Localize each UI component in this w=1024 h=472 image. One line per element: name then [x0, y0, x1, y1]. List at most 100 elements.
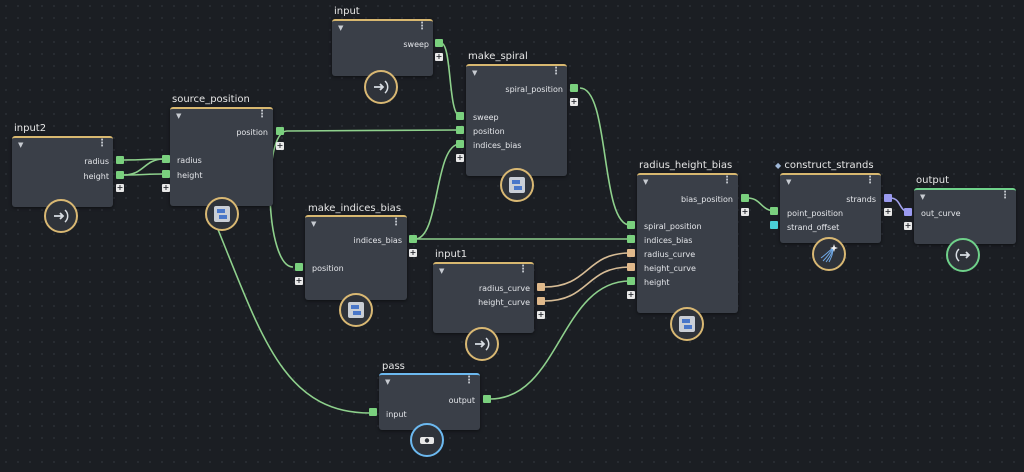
wire-radius-curve: [543, 252, 631, 288]
input-port-spiral-position[interactable]: [627, 221, 635, 229]
collapse-icon[interactable]: ▼: [338, 24, 344, 32]
port-label: strand_offset: [787, 223, 840, 232]
node-badge-construct-strands: [812, 237, 846, 271]
node-pass[interactable]: ▼ ⋮ output input: [379, 373, 480, 430]
collapse-icon[interactable]: ▼: [643, 178, 649, 186]
port-label: indices_bias: [353, 236, 402, 245]
node-title-input2: input2: [14, 123, 47, 134]
node-badge-input1: [465, 327, 499, 361]
wire-sweep: [440, 42, 461, 117]
output-port-strands[interactable]: [884, 194, 892, 202]
node-radius-height-bias[interactable]: ▼ ⋮ bias_position spiral_position indice…: [637, 173, 738, 313]
output-port-spiral-position[interactable]: [570, 84, 578, 92]
port-label: height: [644, 278, 670, 287]
collapse-icon[interactable]: ▼: [472, 69, 478, 77]
add-output-icon[interactable]: +: [435, 52, 443, 61]
output-port-output[interactable]: [483, 395, 491, 403]
node-make-indices-bias[interactable]: ▼ ⋮ indices_bias position: [305, 215, 407, 300]
input-port-radius[interactable]: [162, 155, 170, 163]
collapse-icon[interactable]: ▼: [385, 378, 391, 386]
node-menu-icon[interactable]: ⋮: [391, 217, 401, 228]
output-port-height[interactable]: [116, 171, 124, 179]
input-port-position[interactable]: [295, 263, 303, 271]
add-output-icon[interactable]: +: [116, 183, 124, 192]
add-output-icon[interactable]: +: [537, 310, 545, 319]
collapse-icon[interactable]: ▼: [18, 141, 24, 149]
add-output-icon[interactable]: +: [741, 207, 749, 216]
collapse-icon[interactable]: ▼: [311, 220, 317, 228]
add-input-icon[interactable]: +: [904, 221, 912, 230]
port-label: spiral_position: [644, 222, 702, 231]
port-label: radius_curve: [644, 250, 696, 259]
port-label: strands: [846, 195, 876, 204]
node-menu-icon[interactable]: ⋮: [722, 175, 732, 186]
input-port-out-curve[interactable]: [904, 208, 912, 216]
add-output-icon[interactable]: +: [276, 141, 284, 150]
wire-height-to-source-radius: [123, 158, 165, 176]
add-output-icon[interactable]: +: [570, 97, 578, 106]
node-menu-icon[interactable]: ⋮: [464, 375, 474, 386]
collapse-icon[interactable]: ▼: [786, 178, 792, 186]
port-label: radius: [84, 157, 109, 166]
node-menu-icon[interactable]: ⋮: [865, 175, 875, 186]
node-title-radius-height-bias: radius_height_bias: [639, 160, 733, 171]
output-port-bias-position[interactable]: [741, 194, 749, 202]
node-input1[interactable]: ▼ ⋮ radius_curve height_curve: [433, 262, 534, 333]
subgraph-icon: [509, 177, 525, 193]
node-output[interactable]: ▼ ⋮ out_curve: [914, 188, 1016, 244]
arrow-in-icon: [54, 209, 69, 223]
input-port-height-curve[interactable]: [627, 263, 635, 271]
input-port-radius-curve[interactable]: [627, 249, 635, 257]
add-input-icon[interactable]: +: [295, 276, 303, 285]
node-badge-input: [364, 70, 398, 104]
node-input2[interactable]: ▼ ⋮ radius height: [12, 136, 113, 207]
input-port-position[interactable]: [456, 126, 464, 134]
input-port-point-position[interactable]: [770, 207, 778, 215]
node-menu-icon[interactable]: ⋮: [417, 21, 427, 32]
node-title-source-position: source_position: [172, 94, 250, 105]
wire-pass-to-height: [489, 280, 631, 400]
input-port-indices-bias[interactable]: [627, 235, 635, 243]
node-construct-strands[interactable]: ▼ ⋮ strands point_position strand_offset: [780, 173, 881, 243]
input-port-sweep[interactable]: [456, 112, 464, 120]
input-port-indices-bias[interactable]: [456, 140, 464, 148]
add-output-icon[interactable]: +: [409, 248, 417, 257]
output-port-position[interactable]: [276, 127, 284, 135]
node-make-spiral[interactable]: ▼ ⋮ spiral_position sweep position indic…: [466, 64, 567, 176]
arrow-in-icon: [475, 337, 490, 351]
node-menu-icon[interactable]: ⋮: [1000, 190, 1010, 201]
wire-position-indices: [269, 130, 294, 268]
add-output-icon[interactable]: +: [884, 207, 892, 216]
add-input-icon[interactable]: +: [627, 290, 635, 299]
node-badge-make-spiral: [500, 168, 534, 202]
collapse-icon[interactable]: ▼: [176, 112, 182, 120]
input-port-input[interactable]: [369, 408, 377, 416]
output-port-radius-curve[interactable]: [537, 283, 545, 291]
output-port-sweep[interactable]: [435, 39, 443, 47]
subgraph-icon: [348, 302, 364, 318]
port-label: indices_bias: [644, 236, 693, 245]
port-label: out_curve: [921, 209, 961, 218]
input-port-strand-offset[interactable]: [770, 221, 778, 229]
node-menu-icon[interactable]: ⋮: [551, 66, 561, 77]
output-port-height-curve[interactable]: [537, 297, 545, 305]
collapse-icon[interactable]: ▼: [439, 267, 445, 275]
node-title-input: input: [334, 6, 360, 17]
add-input-icon[interactable]: +: [162, 183, 170, 192]
node-menu-icon[interactable]: ⋮: [257, 109, 267, 120]
collapse-icon[interactable]: ▼: [920, 193, 926, 201]
port-label: spiral_position: [505, 85, 563, 94]
port-label: position: [312, 264, 344, 273]
node-menu-icon[interactable]: ⋮: [518, 264, 528, 275]
node-badge-make-indices-bias: [339, 293, 373, 327]
subgraph-icon: [214, 206, 230, 222]
output-port-radius[interactable]: [116, 156, 124, 164]
add-input-icon[interactable]: +: [456, 153, 464, 162]
node-menu-icon[interactable]: ⋮: [97, 138, 107, 149]
input-port-height[interactable]: [162, 170, 170, 178]
output-port-indices-bias[interactable]: [409, 235, 417, 243]
node-title-output: output: [916, 175, 949, 186]
node-input[interactable]: ▼ ⋮ sweep: [332, 19, 433, 76]
node-source-position[interactable]: ▼ ⋮ position radius height: [170, 107, 273, 206]
input-port-height[interactable]: [627, 277, 635, 285]
